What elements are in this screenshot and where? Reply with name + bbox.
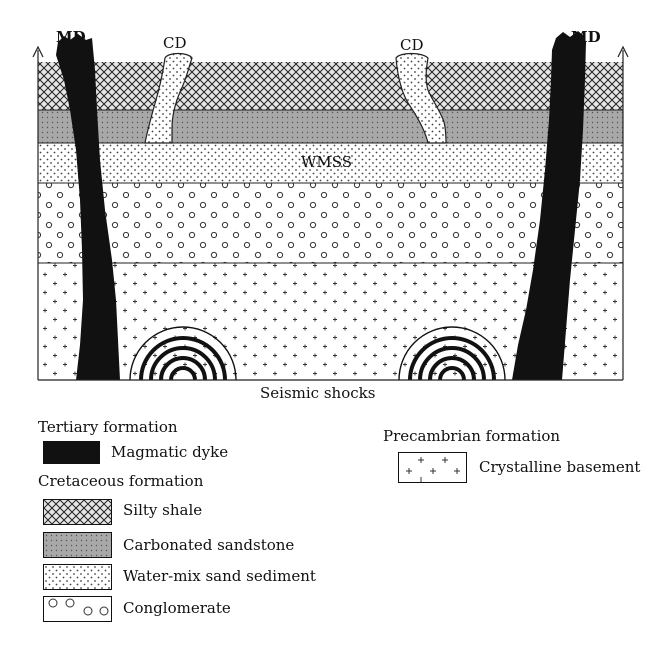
wmss-layer [38,143,623,183]
swatch-magmatic-dyke [43,441,100,464]
cd-left-label: CD [163,34,187,52]
legend-label-magmatic-dyke: Magmatic dyke [111,443,229,461]
seismic-shocks-right [398,326,506,380]
legend-heading-precambrian: Precambrian formation [383,427,561,445]
legend-label-water-mix-sand: Water-mix sand sediment [123,567,316,585]
conglomerate-layer [38,183,623,263]
clastic-dyke-left [144,52,193,144]
swatch-water-mix-sand [43,564,112,590]
seismic-shocks-label: Seismic shocks [260,384,376,402]
legend-heading-tertiary: Tertiary formation [38,418,178,436]
md-left-label: MD [56,28,86,46]
wmss-label: WMSS [301,153,353,171]
clastic-dyke-right [395,52,447,144]
md-right-label: MD [571,28,601,46]
seismic-shocks-left [129,326,237,380]
section-frame [32,45,629,381]
silty-shale-layer [38,62,623,110]
legend-label-carbonated-sandstone: Carbonated sandstone [123,536,295,554]
legend-heading-cretaceous: Cretaceous formation [38,472,204,490]
legend-label-silty-shale: Silty shale [123,501,203,519]
cd-right-label: CD [400,36,424,54]
swatch-conglomerate [43,596,112,622]
magmatic-dyke-left [56,34,120,380]
swatch-silty-shale [43,499,112,525]
legend-label-crystalline-basement: Crystalline basement [479,458,641,476]
legend-label-conglomerate: Conglomerate [123,599,231,617]
magmatic-dyke-right [512,31,586,380]
swatch-crystalline-basement [398,452,467,483]
swatch-carbonated-sandstone [43,532,112,558]
carbonated-sandstone-layer [38,110,623,143]
